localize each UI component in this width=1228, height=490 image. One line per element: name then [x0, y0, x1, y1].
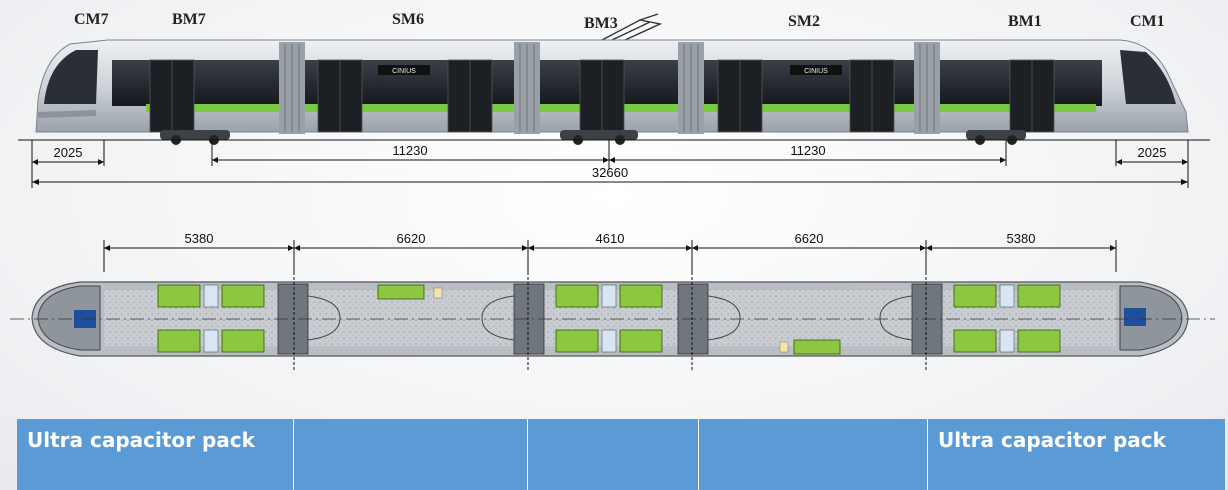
table-cell-3: [528, 419, 699, 490]
ultra-capacitor-table: Ultra capacitor pack Ultra capacitor pac…: [17, 419, 1225, 490]
dim-right-cab: 2025: [1138, 145, 1167, 160]
pantograph: [601, 13, 663, 41]
dim-plan-3: 4610: [596, 231, 625, 246]
table-cell-5: Ultra capacitor pack: [928, 419, 1225, 490]
table-cell-4: [699, 419, 928, 490]
driver-seat-right: [1124, 308, 1146, 326]
table-cell-2: [294, 419, 528, 490]
destination-sign: [378, 65, 430, 75]
dim-plan-1: 5380: [185, 231, 214, 246]
destination-sign-text: CINIUS: [392, 68, 416, 75]
dim-plan-4: 6620: [795, 231, 824, 246]
front-windscreen-left: [44, 50, 98, 104]
car-label-cm7: CM7: [74, 11, 109, 28]
front-windscreen-right: [1120, 50, 1176, 104]
car-label-bm1: BM1: [1008, 13, 1042, 30]
plan-dimensions: 5380 6620 4610 6620 5380: [103, 231, 1117, 272]
car-label-cm1: CM1: [1130, 13, 1165, 30]
table-cell-1: Ultra capacitor pack: [17, 419, 294, 490]
car-label-sm2: SM2: [788, 13, 820, 30]
dim-right-span: 11230: [790, 143, 825, 158]
car-label-sm6: SM6: [392, 11, 424, 28]
car-label-bm7: BM7: [172, 11, 206, 28]
car-label-bm3: BM3: [584, 15, 618, 32]
dim-plan-5: 5380: [1007, 231, 1036, 246]
cab-left: [37, 285, 101, 351]
cab-right: [1119, 285, 1183, 351]
dim-left-span: 11230: [392, 143, 427, 158]
destination-sign-text: CINIUS: [804, 68, 828, 75]
dim-plan-2: 6620: [397, 231, 426, 246]
dim-left-cab: 2025: [54, 145, 83, 160]
seat-group: [157, 284, 1061, 355]
dim-overall: 32660: [592, 165, 628, 180]
side-dimensions: 2025 11230 11230 2025 32660: [18, 139, 1210, 188]
destination-sign: [790, 65, 842, 75]
tram-plan-view: [10, 272, 1215, 372]
tram-side-view: CINIUS CINIUS: [35, 13, 1189, 145]
